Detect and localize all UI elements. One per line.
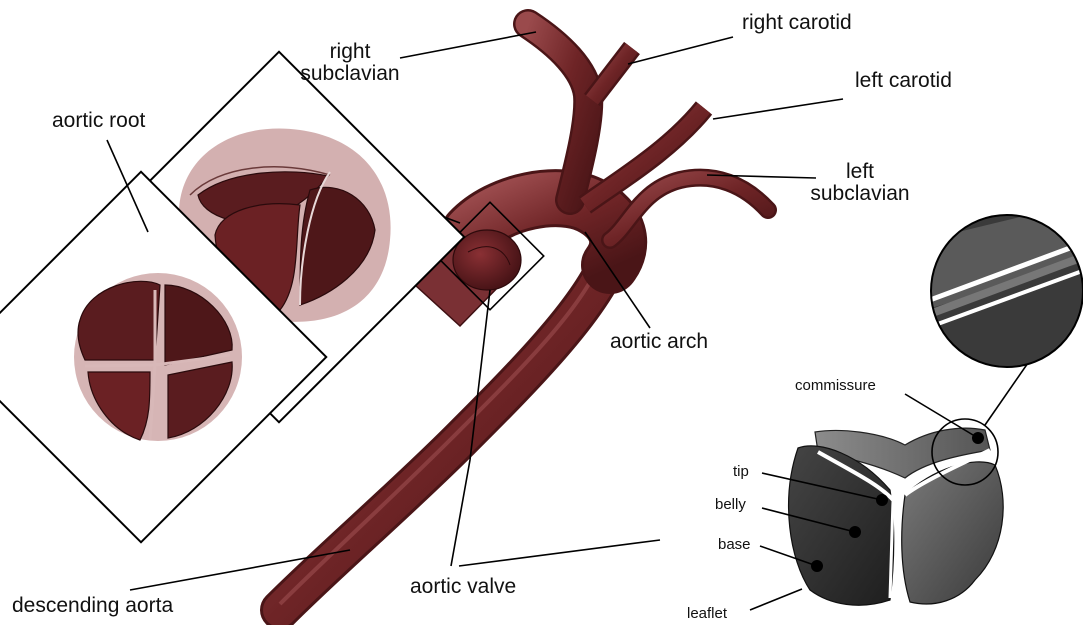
label-belly: belly <box>715 496 746 513</box>
label-right-subclavian: right subclavian <box>300 41 400 85</box>
leaflet-left <box>789 446 894 605</box>
label-left-subclavian-line1: left <box>805 161 915 183</box>
label-left-subclavian-line2: subclavian <box>805 183 915 205</box>
label-right-carotid: right carotid <box>742 12 852 34</box>
label-aortic-arch: aortic arch <box>610 331 708 353</box>
leader-right-subclavian <box>400 32 536 58</box>
label-left-carotid: left carotid <box>855 70 952 92</box>
label-right-subclavian-line1: right <box>300 41 400 63</box>
leader-leaflet <box>750 589 802 610</box>
label-tip: tip <box>733 463 749 480</box>
leader-right-carotid <box>628 37 733 64</box>
label-right-subclavian-line2: subclavian <box>300 63 400 85</box>
label-left-subclavian: left subclavian <box>805 161 915 205</box>
label-descending-aorta: descending aorta <box>12 595 173 617</box>
label-aortic-root: aortic root <box>52 110 145 132</box>
label-aortic-valve: aortic valve <box>410 576 516 598</box>
valve-detail <box>789 200 1083 605</box>
label-base: base <box>718 536 751 553</box>
label-leaflet: leaflet <box>687 605 727 622</box>
leader-left-carotid <box>713 99 843 119</box>
leader-aortic-valve-2 <box>459 540 660 566</box>
label-commissure: commissure <box>795 377 876 394</box>
